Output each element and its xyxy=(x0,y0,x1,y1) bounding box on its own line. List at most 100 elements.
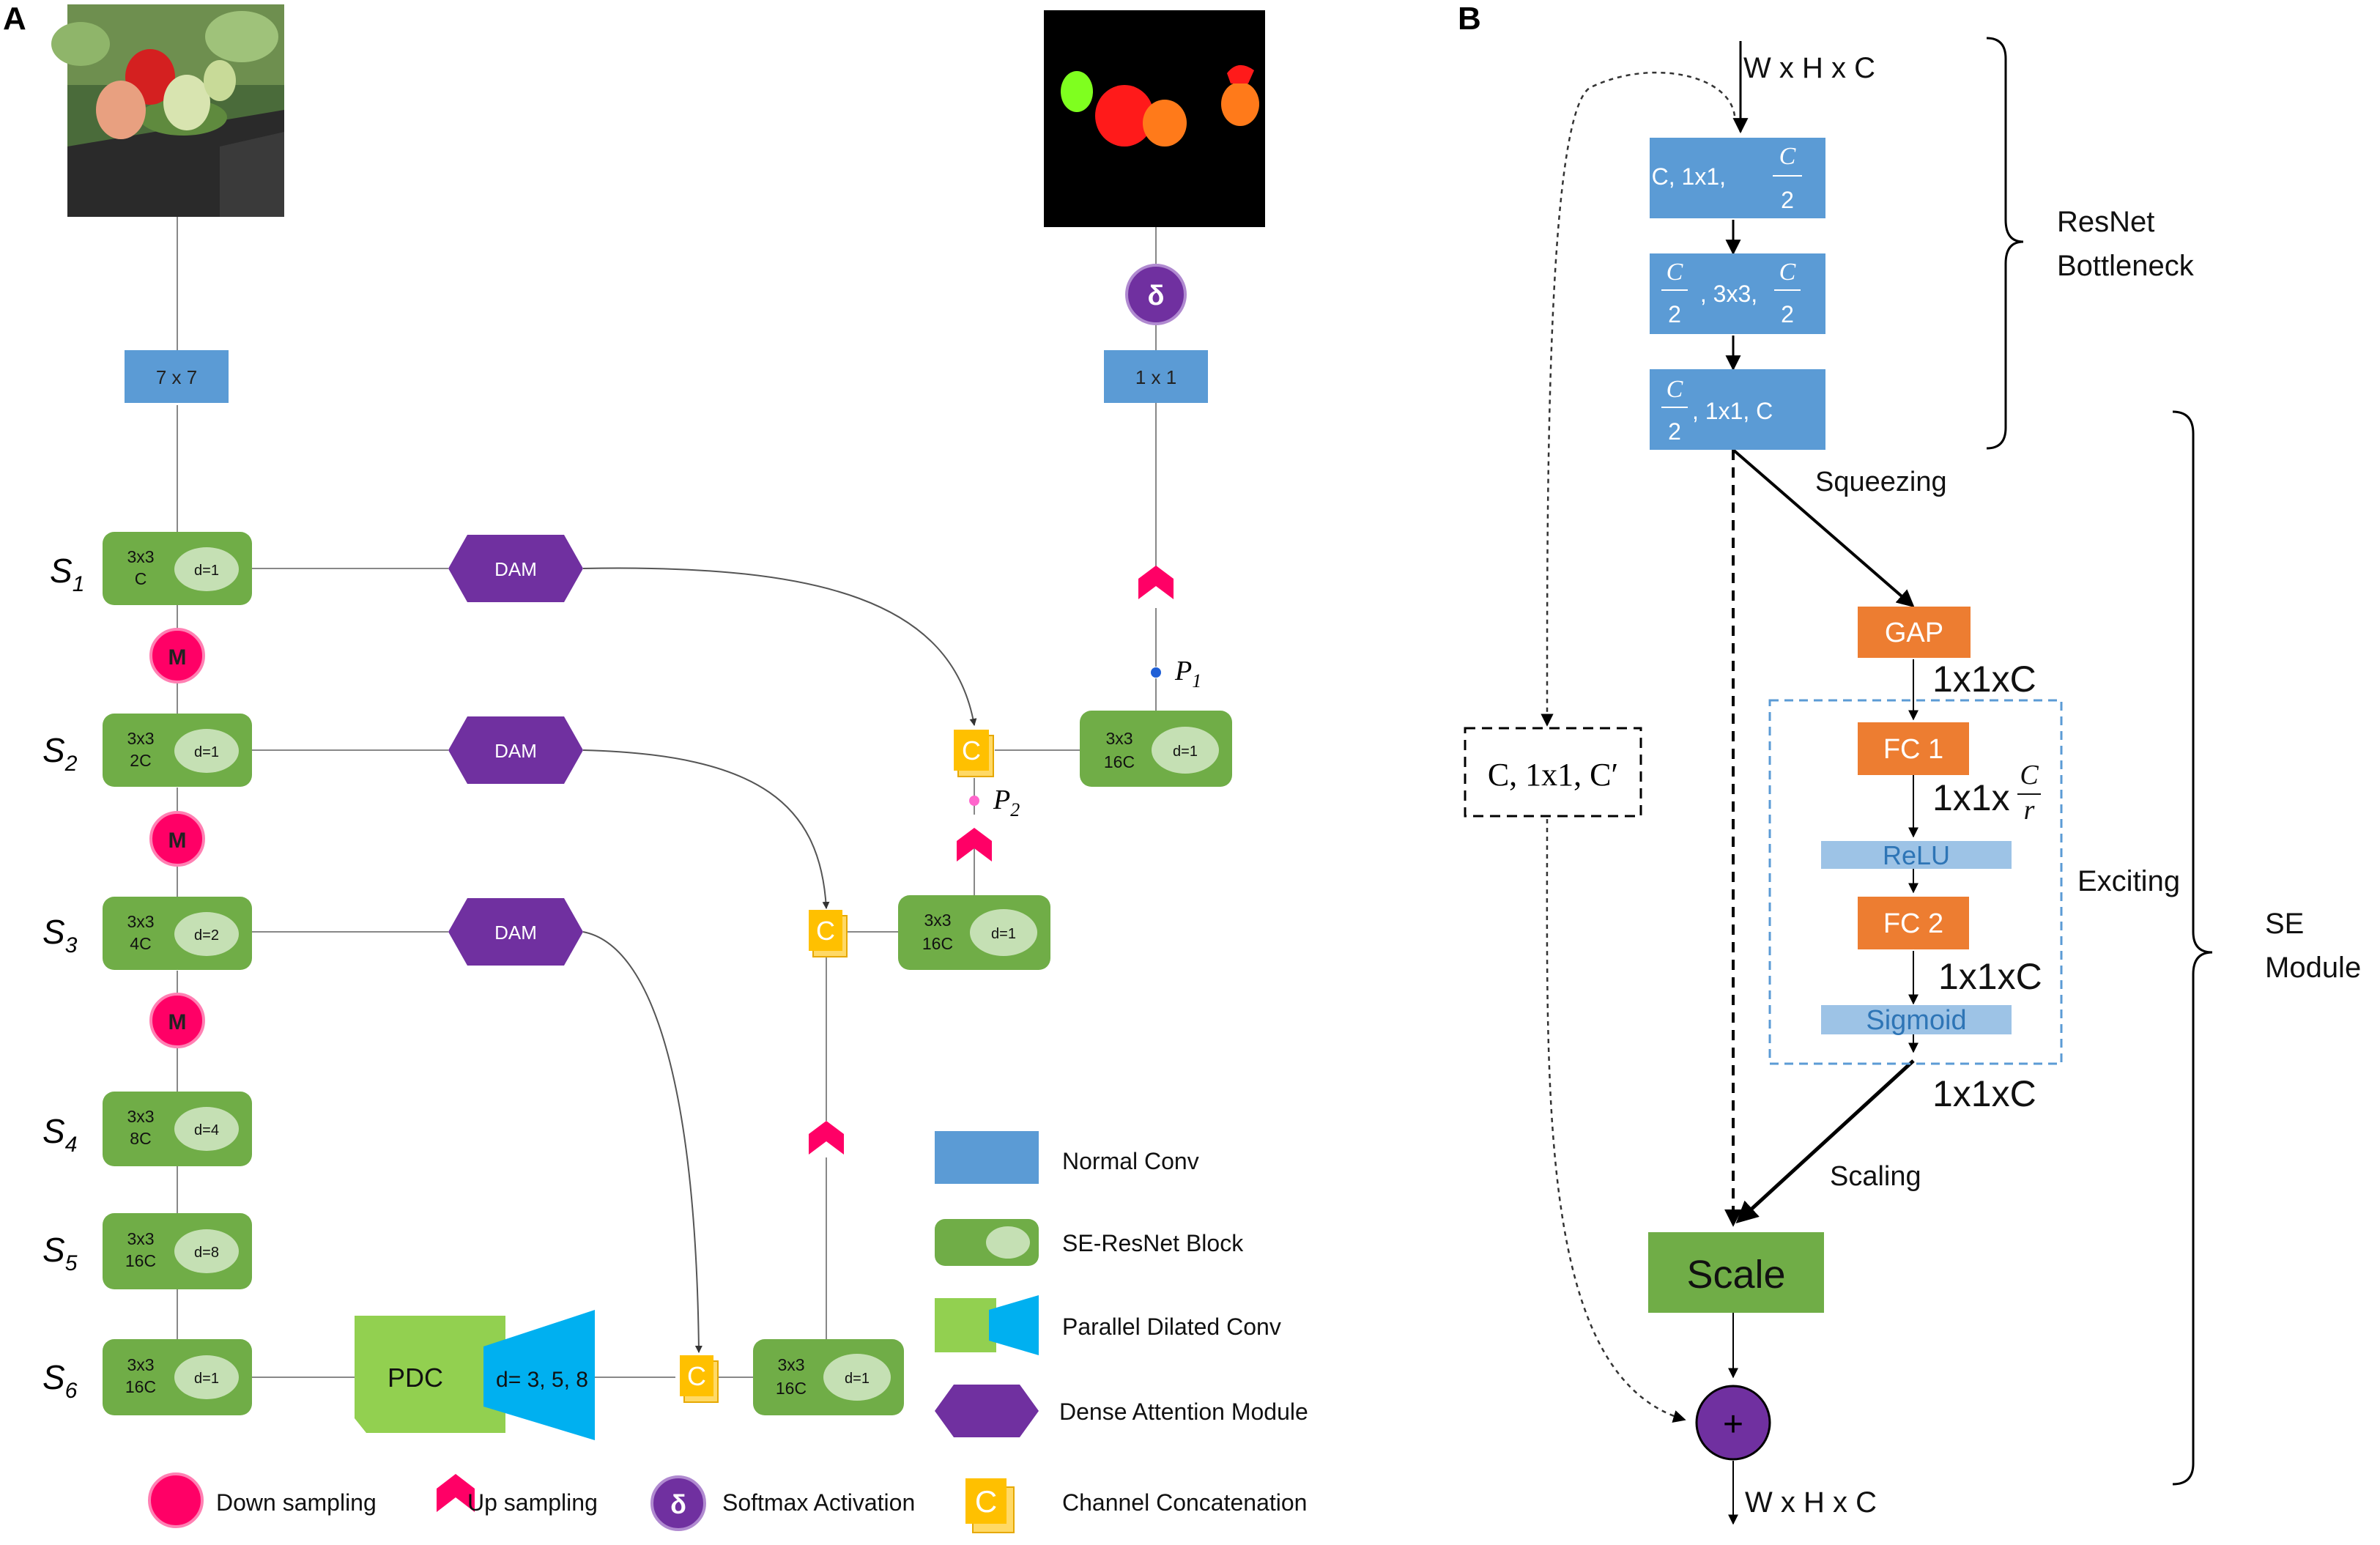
stage-s3-label: S3 xyxy=(42,913,78,957)
svg-text:3x3: 3x3 xyxy=(127,1107,154,1126)
svg-text:d=1: d=1 xyxy=(194,563,219,579)
input-photo xyxy=(51,4,284,217)
resnet-label-2: Bottleneck xyxy=(2057,250,2195,282)
svg-text:C, 1x1, C′: C, 1x1, C′ xyxy=(1488,757,1618,793)
svg-text:FC 1: FC 1 xyxy=(1883,734,1943,765)
bottleneck-conv-1: C, 1x1, C 2 xyxy=(1650,138,1825,218)
resnet-bracket xyxy=(1986,37,2024,450)
legend-up: Up sampling xyxy=(467,1489,598,1516)
svg-text:d=1: d=1 xyxy=(991,926,1016,942)
conv-7x7-label: 7 x 7 xyxy=(156,366,197,388)
svg-text:2: 2 xyxy=(1668,301,1681,327)
conv-1x1-label: 1 x 1 xyxy=(1135,366,1176,388)
p1-label: P1 xyxy=(1174,656,1201,692)
svg-text:d=1: d=1 xyxy=(845,1371,870,1387)
concat-1: C xyxy=(954,730,994,777)
svg-text:3x3: 3x3 xyxy=(924,911,951,930)
concat-2: C xyxy=(809,910,848,957)
scaling-label: Scaling xyxy=(1830,1161,1921,1192)
svg-text:C: C xyxy=(687,1361,706,1391)
down-sampling-icon-2: M xyxy=(149,811,205,867)
svg-text:16C: 16C xyxy=(125,1251,156,1270)
dim-fc1: 1x1x C r xyxy=(1932,760,2041,826)
se-label-1: SE xyxy=(2265,908,2304,940)
svg-text:, 3x3,: , 3x3, xyxy=(1700,281,1757,307)
bottleneck-conv-3: C 2 , 1x1, C xyxy=(1650,369,1825,450)
svg-text:3x3: 3x3 xyxy=(127,1229,154,1248)
pdc-module: PDC d= 3, 5, 8 xyxy=(355,1310,595,1440)
se-block-s5: 3x3 16C d=8 xyxy=(103,1213,252,1289)
squeezing-label: Squeezing xyxy=(1815,467,1947,497)
fc1-block: FC 1 xyxy=(1858,722,1969,775)
legend-se-block: SE-ResNet Block xyxy=(1062,1230,1244,1256)
pdc-rates: d= 3, 5, 8 xyxy=(496,1368,588,1392)
svg-text:C, 1x1,: C, 1x1, xyxy=(1652,163,1726,190)
scale-block: Scale xyxy=(1648,1232,1824,1313)
dim-fc2: 1x1xC xyxy=(1938,956,2042,997)
se-block-decoder-2: 3x3 16C d=1 xyxy=(898,895,1050,970)
p2-dot xyxy=(969,796,979,806)
p1-dot xyxy=(1151,667,1161,678)
dam-curves xyxy=(582,567,977,1353)
legend-down-sampling-icon xyxy=(148,1472,204,1528)
stage-s1-label: S1 xyxy=(50,552,84,596)
dim-gap: 1x1xC xyxy=(1932,659,2036,700)
svg-text:2C: 2C xyxy=(130,751,151,770)
gap-block: GAP xyxy=(1858,607,1971,658)
svg-text:2: 2 xyxy=(1668,418,1681,445)
svg-text:3x3: 3x3 xyxy=(127,1355,154,1374)
svg-text:M: M xyxy=(168,645,187,670)
svg-text:d=2: d=2 xyxy=(194,927,219,944)
softmax-label: δ xyxy=(1147,281,1164,311)
svg-text:C: C xyxy=(135,569,147,588)
resnet-label-1: ResNet xyxy=(2057,206,2154,238)
conv-1x1 xyxy=(1104,350,1208,403)
p2-label: P2 xyxy=(993,785,1020,820)
svg-text:FC 2: FC 2 xyxy=(1883,908,1943,939)
svg-text:M: M xyxy=(168,829,187,853)
panel-b-label: B xyxy=(1458,1,1481,37)
sigmoid-block: Sigmoid xyxy=(1821,1005,2012,1036)
svg-text:DAM: DAM xyxy=(494,558,537,580)
legend-dam-swatch xyxy=(935,1385,1039,1437)
svg-text:2: 2 xyxy=(1781,301,1794,327)
dim-sigmoid: 1x1xC xyxy=(1932,1073,2036,1114)
stage-s5-label: S5 xyxy=(42,1231,78,1275)
svg-text:2: 2 xyxy=(1781,187,1794,213)
svg-text:+: + xyxy=(1723,1405,1743,1444)
svg-text:16C: 16C xyxy=(1104,752,1135,771)
se-block-decoder-3: 3x3 16C d=1 xyxy=(753,1339,904,1415)
pdc-label: PDC xyxy=(388,1363,443,1393)
legend-pdc: Parallel Dilated Conv xyxy=(1062,1314,1281,1340)
legend: Normal Conv SE-ResNet Block Parallel Dil… xyxy=(148,1131,1308,1533)
down-sampling-icon-3: M xyxy=(149,993,205,1048)
legend-pdc-swatch xyxy=(935,1298,996,1352)
svg-text:16C: 16C xyxy=(922,934,953,953)
svg-text:C: C xyxy=(1667,376,1683,403)
svg-text:ReLU: ReLU xyxy=(1883,840,1950,870)
svg-text:3x3: 3x3 xyxy=(1105,729,1132,748)
stage-s2-label: S2 xyxy=(42,731,78,776)
bottleneck-conv-2: C 2 , 3x3, C 2 xyxy=(1650,253,1825,334)
down-sampling-icon-1: M xyxy=(149,628,205,683)
shortcut-curves xyxy=(1541,71,1736,1423)
se-block-s6: 3x3 16C d=1 xyxy=(103,1339,252,1415)
legend-normal-conv: Normal Conv xyxy=(1062,1148,1199,1174)
up-sampling-icon-3 xyxy=(809,1121,844,1155)
svg-text:GAP: GAP xyxy=(1885,618,1943,648)
legend-softmax-icon xyxy=(650,1475,706,1531)
svg-text:8C: 8C xyxy=(130,1129,151,1148)
svg-text:d=8: d=8 xyxy=(194,1245,219,1261)
svg-text:C: C xyxy=(2020,760,2039,790)
svg-text:DAM: DAM xyxy=(494,922,537,944)
svg-text:3x3: 3x3 xyxy=(127,729,154,748)
svg-text:r: r xyxy=(2024,795,2035,826)
svg-text:d=1: d=1 xyxy=(194,744,219,760)
svg-text:δ: δ xyxy=(670,1489,686,1519)
svg-text:3x3: 3x3 xyxy=(777,1355,804,1374)
softmax-icon xyxy=(1125,264,1187,325)
svg-text:C: C xyxy=(962,736,981,766)
output-dims: W x H x C xyxy=(1745,1486,1877,1519)
svg-text:C: C xyxy=(975,1484,997,1519)
